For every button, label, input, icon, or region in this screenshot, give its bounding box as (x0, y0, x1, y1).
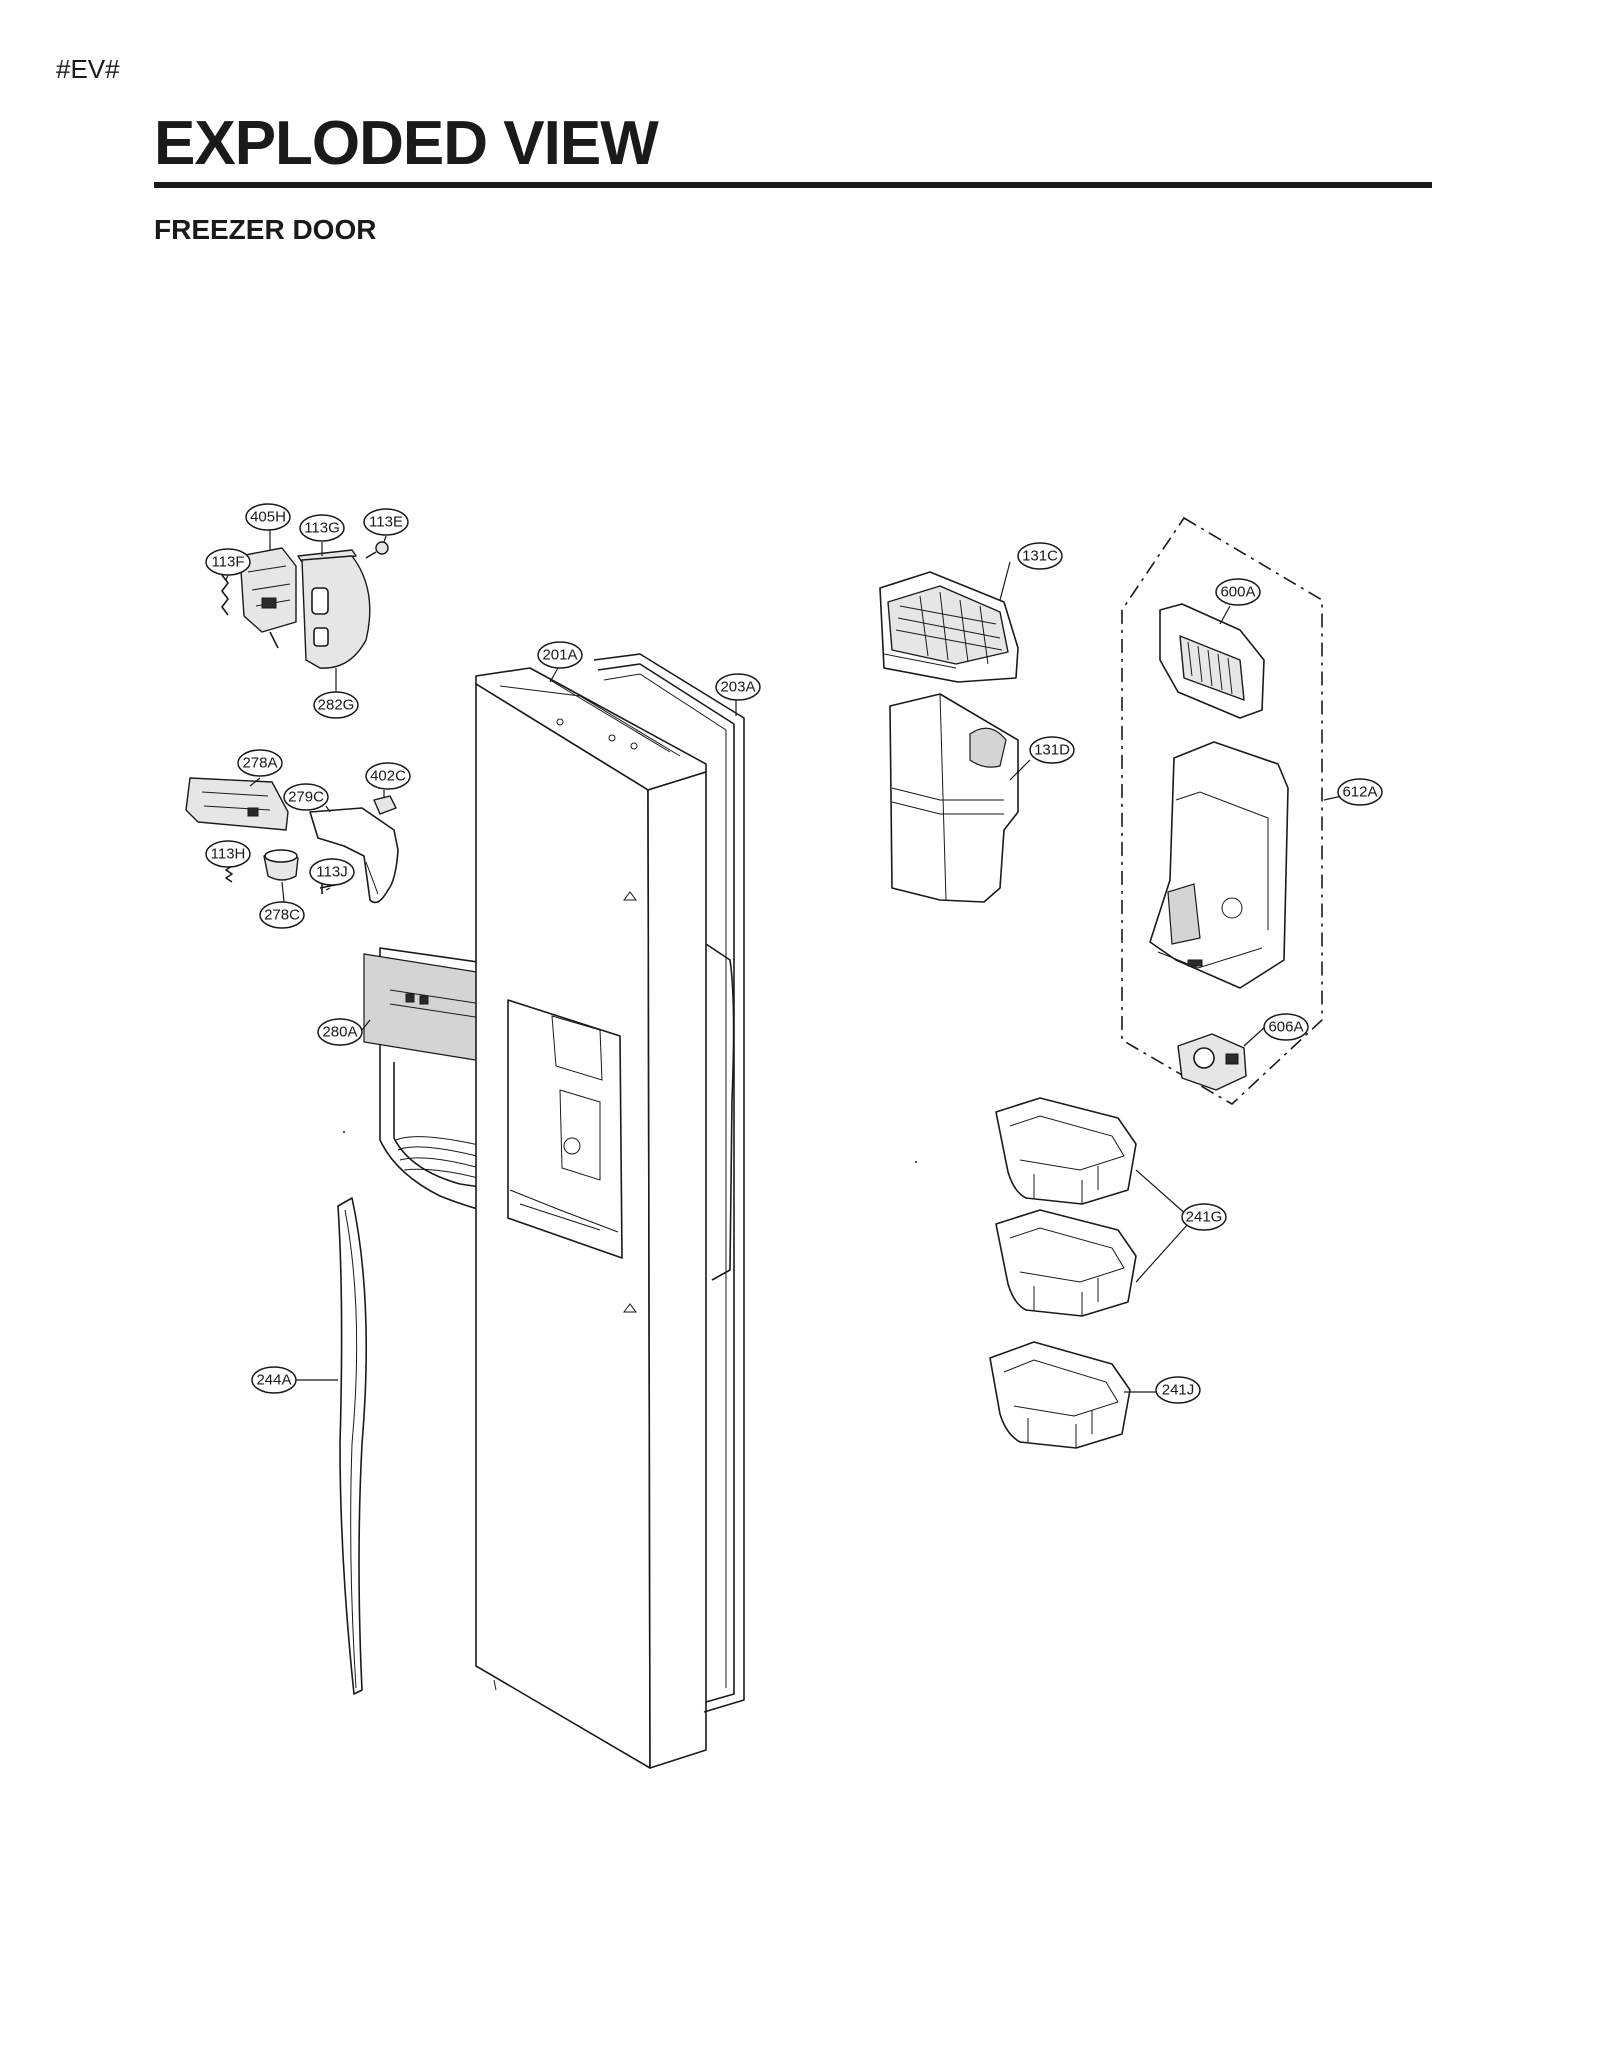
callout-241j: 241J (1155, 1376, 1201, 1404)
part-203a-gasket (593, 653, 745, 1713)
stray-dot (343, 1131, 345, 1133)
callout-279c: 279C (283, 783, 329, 811)
page-tag: #EV# (56, 54, 120, 84)
part-402c-switch (373, 795, 397, 815)
part-612a-icemaker-group (1121, 516, 1323, 1105)
part-405h-motor (239, 547, 297, 649)
part-131d-ice-bin (889, 693, 1019, 903)
svg-text:113E: 113E (369, 514, 403, 531)
part-600a-icemaker (1159, 603, 1265, 719)
svg-text:201A: 201A (542, 647, 577, 664)
svg-text:113G: 113G (304, 520, 340, 537)
callout-113g: 113G (299, 514, 345, 542)
callout-203a: 203A (715, 673, 761, 701)
svg-text:244A: 244A (256, 1372, 291, 1389)
svg-text:113H: 113H (211, 846, 246, 863)
svg-text:241J: 241J (1162, 1382, 1195, 1399)
part-131c-bin-cover (879, 571, 1019, 683)
svg-text:279C: 279C (288, 789, 324, 806)
svg-text:280A: 280A (322, 1024, 357, 1041)
part-282g-cover (301, 555, 371, 669)
callout-606a: 606A (1263, 1013, 1309, 1041)
leader-lines (225, 530, 1361, 1393)
callout-282g: 282G (313, 691, 359, 719)
svg-text:405H: 405H (250, 509, 286, 526)
stray-dot (915, 1161, 917, 1163)
svg-text:612A: 612A (1342, 784, 1377, 801)
callout-405h: 405H (245, 503, 291, 531)
callout-131d: 131D (1029, 736, 1075, 764)
part-201a-door (475, 667, 735, 1769)
callout-113e: 113E (363, 508, 409, 536)
part-244a-handle (337, 1197, 368, 1695)
svg-text:113J: 113J (316, 864, 347, 881)
svg-text:113F: 113F (211, 554, 244, 571)
callout-278c: 278C (259, 901, 305, 929)
callout-612a: 612A (1337, 778, 1383, 806)
svg-text:606A: 606A (1268, 1019, 1303, 1036)
svg-text:600A: 600A (1220, 584, 1255, 601)
part-279c-lever (309, 807, 399, 904)
callout-131c: 131C (1017, 542, 1063, 570)
section-subtitle: FREEZER DOOR (154, 214, 377, 245)
svg-text:131C: 131C (1022, 548, 1058, 565)
part-278a-bracket (185, 777, 289, 831)
svg-text:131D: 131D (1034, 742, 1070, 759)
part-606a-motor (1177, 1033, 1247, 1091)
part-113e-screw (365, 541, 389, 559)
callout-402c: 402C (365, 762, 411, 790)
part-icemaker-housing (1149, 741, 1289, 989)
callout-278a: 278A (237, 749, 283, 777)
callout-600a: 600A (1215, 578, 1261, 606)
svg-text:282G: 282G (318, 697, 355, 714)
callout-244a: 244A (251, 1366, 297, 1394)
callout-113j: 113J (309, 858, 355, 886)
callout-113h: 113H (205, 840, 251, 868)
part-241j-bin (989, 1341, 1131, 1449)
svg-text:241G: 241G (1186, 1209, 1223, 1226)
part-113f-spring (221, 574, 229, 616)
callout-201a: 201A (537, 641, 583, 669)
callout-241g: 241G (1181, 1203, 1227, 1231)
part-241g-bin-lower (995, 1209, 1137, 1317)
svg-text:278C: 278C (264, 907, 300, 924)
part-278c-cap (263, 849, 299, 881)
svg-text:203A: 203A (720, 679, 755, 696)
page-title: EXPLODED VIEW (154, 109, 659, 178)
svg-text:278A: 278A (242, 755, 277, 772)
title-rule (154, 182, 1432, 188)
svg-text:402C: 402C (370, 768, 406, 785)
callout-113f: 113F (205, 548, 251, 576)
part-241g-bin-upper (995, 1097, 1137, 1205)
callout-280a: 280A (317, 1018, 363, 1046)
